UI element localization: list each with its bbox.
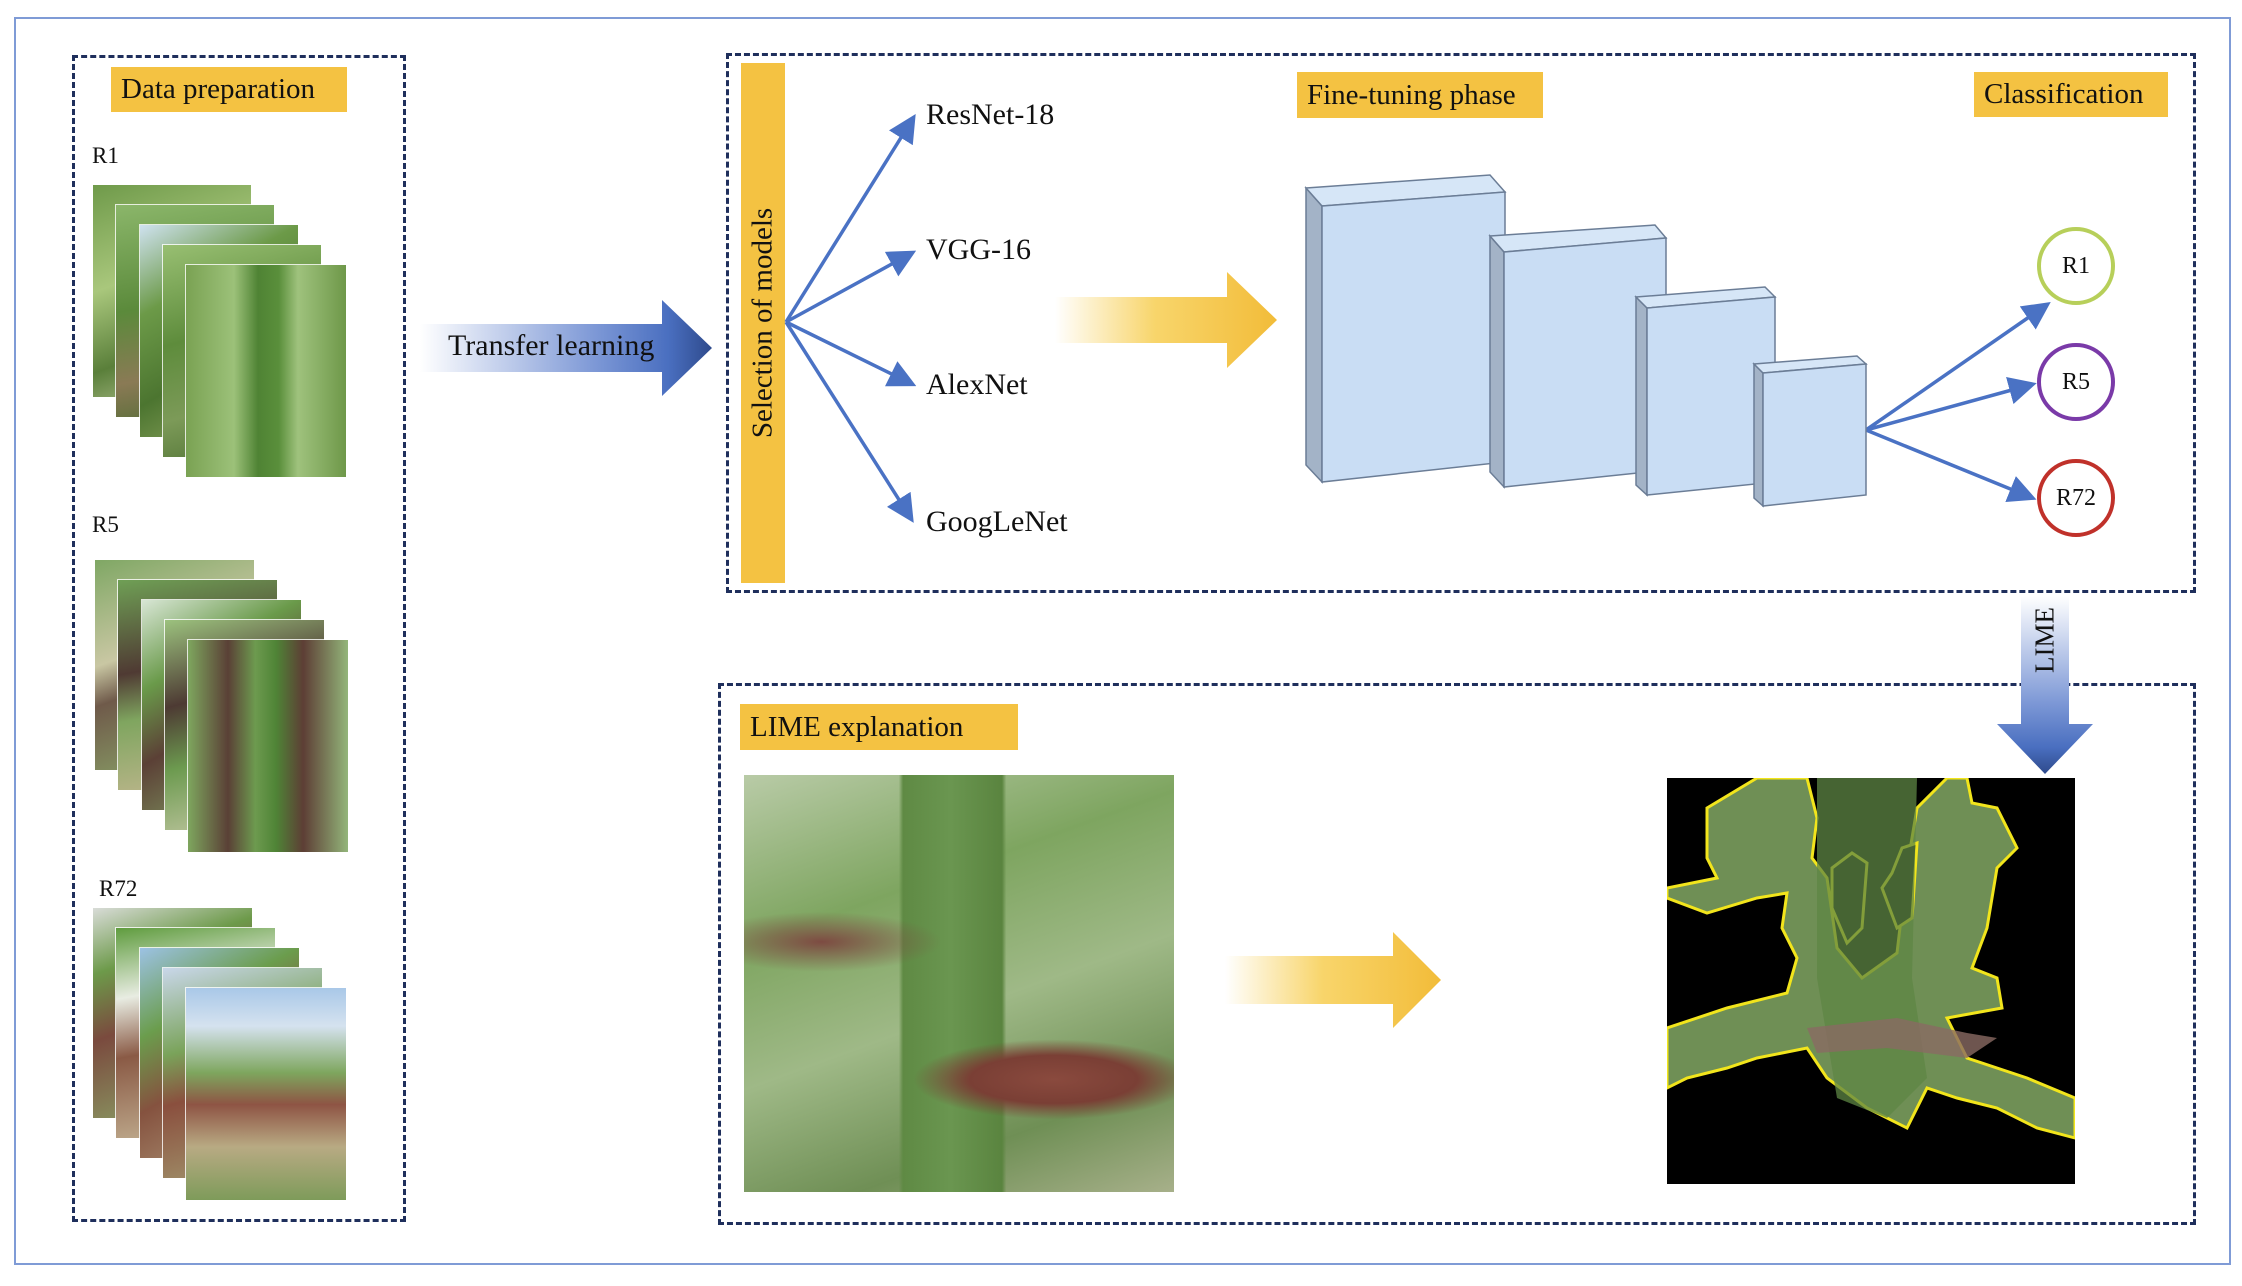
transfer-learning-arrow [420, 300, 712, 396]
class-label-r5: R5 [92, 512, 119, 537]
arrow-shape [1997, 596, 2093, 774]
lime-output-image [1667, 778, 2075, 1184]
class-label-r1: R1 [92, 143, 119, 168]
stem-highlight [1817, 778, 1927, 1118]
stack-photo [188, 640, 348, 852]
lime-arrow-label: LIME [2029, 607, 2060, 673]
output-circle-r5: R5 [2037, 343, 2115, 421]
fine-tuning-title: Fine-tuning phase [1297, 72, 1543, 118]
output-circle-r1: R1 [2037, 227, 2115, 305]
arrow-shape [1055, 272, 1277, 368]
output-label-r1: R1 [2061, 252, 2090, 279]
model-vgg16: VGG-16 [926, 233, 1031, 266]
model-pipeline-panel [726, 53, 2196, 593]
output-label-r72: R72 [2055, 484, 2096, 511]
output-label-r5: R5 [2061, 368, 2090, 395]
image-stack-r1 [93, 185, 353, 485]
outer-frame [14, 17, 2231, 1265]
stack-photo [186, 988, 346, 1200]
data-preparation-title: Data preparation [111, 67, 347, 112]
image-stack-r5 [95, 560, 355, 860]
lime-explanation-title: LIME explanation [740, 704, 1018, 750]
model-googlenet: GoogLeNet [926, 505, 1068, 538]
stack-photo [186, 265, 346, 477]
image-stack-r72 [93, 908, 353, 1208]
class-label-r72: R72 [99, 876, 138, 901]
lime-output-arrow [1225, 932, 1441, 1028]
output-circle-r72: R72 [2037, 459, 2115, 537]
model-alexnet: AlexNet [926, 368, 1028, 401]
original-image [744, 775, 1174, 1192]
lime-arrow [1997, 596, 2093, 774]
lime-superpixel-mask [1667, 778, 2075, 1140]
lime-explanation-panel [718, 683, 2196, 1225]
branch-highlight [1807, 1018, 1997, 1058]
arrow-shape [1225, 932, 1441, 1028]
transfer-learning-label: Transfer learning [448, 329, 655, 362]
classification-title: Classification [1974, 72, 2168, 117]
selection-of-models-bar [741, 63, 785, 583]
arrow-shape [420, 300, 712, 396]
selection-of-models-label: Selection of models [746, 207, 779, 439]
model-resnet18: ResNet-18 [926, 98, 1055, 131]
fine-tuning-arrow [1055, 272, 1277, 368]
data-preparation-panel [72, 55, 406, 1222]
